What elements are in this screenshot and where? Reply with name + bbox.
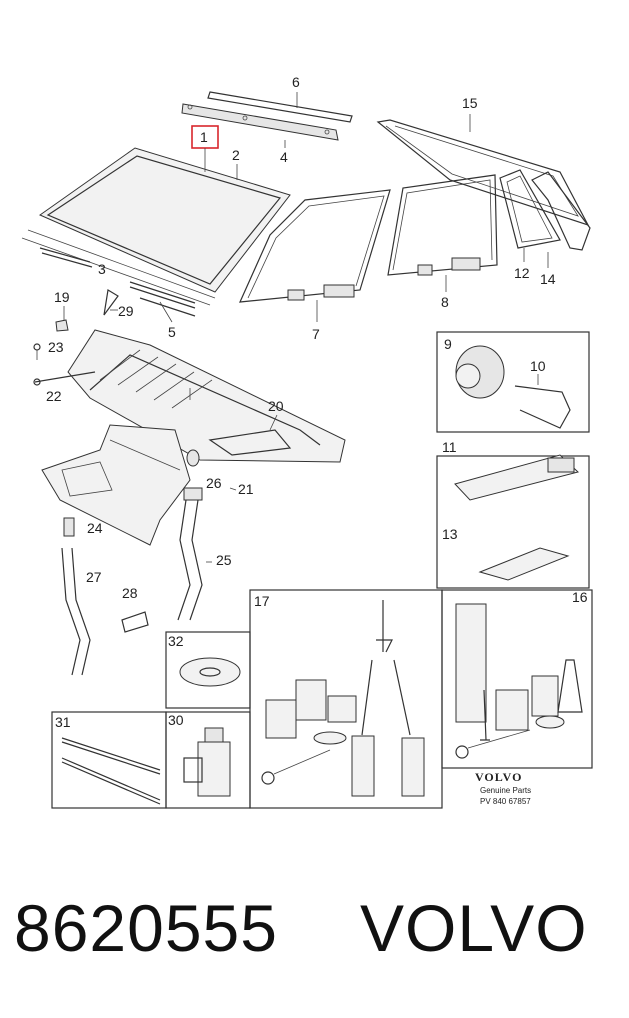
- strips-31: [61, 737, 161, 805]
- lower-strips: [39, 247, 196, 317]
- callout-25: 25: [216, 552, 232, 568]
- footer: [0, 850, 629, 1018]
- quarter-glass-right: [531, 171, 591, 251]
- callout-3: 3: [98, 261, 106, 277]
- adhesive-kit-17: [261, 600, 425, 797]
- roof-trim-strips: [181, 91, 353, 141]
- hose-27: [61, 517, 91, 676]
- callout-15: 15: [462, 95, 478, 111]
- hose-25: [177, 449, 203, 621]
- quarter-glass-left: [499, 169, 561, 249]
- cowl-panel: [34, 329, 346, 463]
- clips: [33, 319, 69, 386]
- callout-1: 1: [200, 129, 208, 145]
- box-31: [51, 711, 167, 809]
- parts-exploded-diagram: 1 2 3 4 5 6 7 8 9 10 11 12 13 14 15 16 1…: [21, 74, 593, 809]
- callout-16: 16: [572, 589, 588, 605]
- seal-13: [478, 547, 570, 581]
- callout-28: 28: [122, 585, 138, 601]
- spring-clip-10: [514, 385, 571, 429]
- callout-32: 32: [168, 633, 184, 649]
- callout-13: 13: [442, 526, 458, 542]
- callout-27: 27: [86, 569, 102, 585]
- windscreen-glass: [21, 147, 291, 306]
- callout-26: 26: [206, 475, 222, 491]
- callout-5: 5: [168, 324, 176, 340]
- part-number: 8620555: [14, 891, 278, 965]
- callout-14: 14: [540, 271, 556, 287]
- callout-6: 6: [292, 74, 300, 90]
- bracket-11: [454, 454, 580, 501]
- callout-31: 31: [55, 714, 71, 730]
- stamp-brand: VOLVO: [475, 770, 522, 784]
- stamp-pv-number: PV 840 67857: [480, 797, 531, 806]
- callout-17: 17: [254, 593, 270, 609]
- callout-29: 29: [118, 303, 134, 319]
- callout-19: 19: [54, 289, 70, 305]
- box-11-13: [436, 455, 590, 589]
- adhesive-kit-16: [455, 603, 583, 759]
- grommet-9: [455, 345, 505, 399]
- callout-30: 30: [168, 712, 184, 728]
- callout-24: 24: [87, 520, 103, 536]
- callout-9: 9: [444, 336, 452, 352]
- rear-door-glass: [387, 174, 498, 276]
- callout-23: 23: [48, 339, 64, 355]
- callout-22: 22: [46, 388, 62, 404]
- callout-7: 7: [312, 326, 320, 342]
- callout-2: 2: [232, 147, 240, 163]
- stamp-genuine-parts: Genuine Parts: [480, 786, 531, 795]
- primer-bottle-30: [183, 727, 231, 797]
- seal-ring-32: [179, 657, 241, 687]
- rear-window: [376, 119, 590, 227]
- box-9-10: [436, 331, 590, 433]
- callout-12: 12: [514, 265, 530, 281]
- callout-11: 11: [442, 439, 457, 455]
- brand-name: VOLVO: [360, 891, 588, 965]
- front-door-glass: [239, 189, 391, 303]
- callout-20: 20: [268, 398, 284, 414]
- box-16: [441, 589, 593, 769]
- callout-4: 4: [280, 149, 288, 165]
- plenum-tray: [41, 424, 191, 546]
- callout-10: 10: [530, 358, 546, 374]
- hose-clamp-28: [121, 611, 149, 633]
- callout-21: 21: [238, 481, 254, 497]
- callout-8: 8: [441, 294, 449, 310]
